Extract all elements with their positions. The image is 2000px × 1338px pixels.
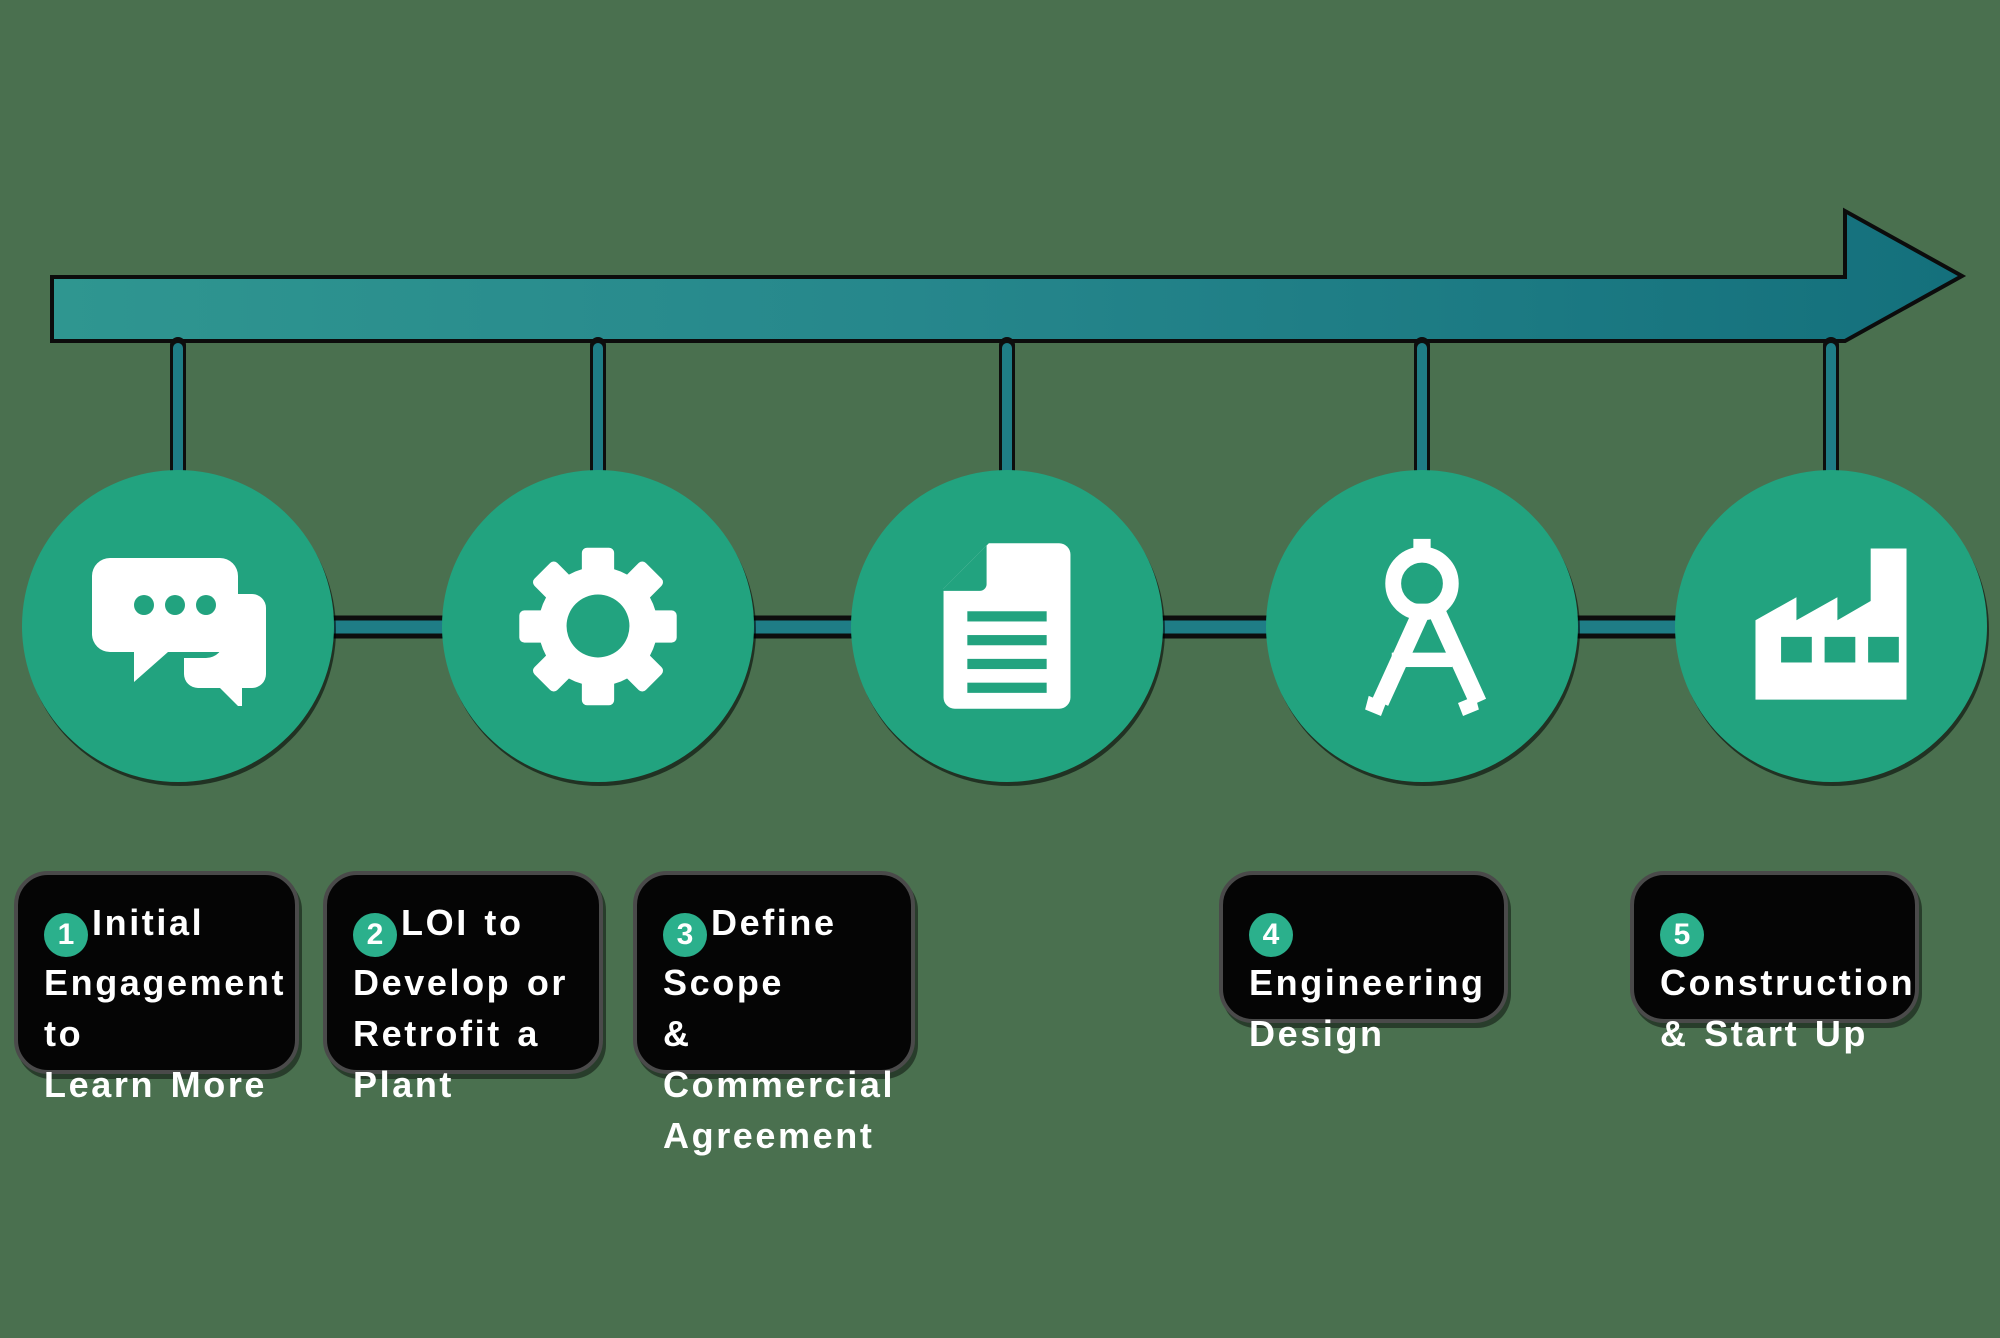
step-badge-2: 2: [353, 913, 397, 957]
gear-icon: [513, 541, 683, 711]
step-badge-4: 4: [1249, 913, 1293, 957]
step-card-2-line-2: Develop or: [353, 962, 569, 1003]
step-card-4-line-1: Engineering: [1249, 962, 1486, 1003]
step-card-3-line-1: Define Scope: [663, 902, 837, 1003]
step-node-2[interactable]: [442, 470, 754, 782]
step-node-5[interactable]: [1675, 470, 1987, 782]
step-card-1-line-1: Initial: [92, 902, 205, 943]
step-node-3[interactable]: [851, 470, 1163, 782]
step-card-4-text: 4Engineering Design: [1249, 897, 1483, 1059]
step-node-4[interactable]: [1266, 470, 1578, 782]
step-card-4-line-2: Design: [1249, 1013, 1385, 1054]
step-card-3-line-2: & Commercial: [663, 1013, 896, 1105]
step-card-4[interactable]: 4Engineering Design: [1219, 871, 1508, 1054]
step-badge-3: 3: [663, 913, 707, 957]
step-card-1-line-3: Learn More: [44, 1064, 268, 1105]
step-card-1-line-2: Engagement to: [44, 962, 287, 1054]
step-card-3-line-3: Agreement: [663, 1115, 875, 1156]
step-card-5-text: 5Construction & Start Up: [1660, 897, 1913, 1059]
compass-divider-icon: [1347, 536, 1497, 716]
step-card-2-line-3: Retrofit a Plant: [353, 1013, 541, 1105]
factory-icon: [1746, 546, 1916, 706]
step-card-5-line-1: Construction: [1660, 962, 1916, 1003]
step-card-5-line-2: & Start Up: [1660, 1013, 1869, 1054]
step-card-2-line-1: LOI to: [401, 902, 524, 943]
step-badge-5: 5: [1660, 913, 1704, 957]
step-node-1[interactable]: [22, 470, 334, 782]
step-badge-1: 1: [44, 913, 88, 957]
step-card-5[interactable]: 5Construction & Start Up: [1630, 871, 1919, 1054]
document-icon: [937, 541, 1077, 711]
chat-bubbles-icon: [88, 546, 268, 706]
